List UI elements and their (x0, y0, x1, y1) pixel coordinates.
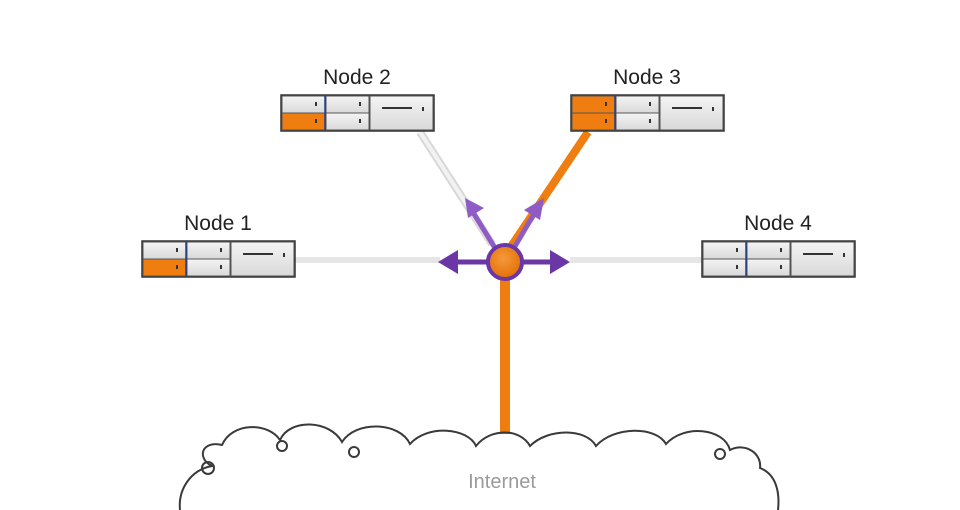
hub-circle (486, 243, 524, 281)
node-label: Node 2 (323, 66, 391, 89)
drive-led (220, 265, 222, 269)
arrow-up-left (465, 198, 498, 250)
power-bay (369, 95, 434, 131)
drive-led (359, 102, 361, 106)
arrows (438, 198, 570, 274)
drive-slot-top-right (186, 241, 231, 260)
drive-slot-bottom-left (281, 112, 326, 131)
drive-slot-bottom-left (702, 258, 747, 277)
server-node-2: Node 2 (280, 66, 435, 132)
drive-slot-top-right (325, 95, 370, 114)
server-node-1: Node 1 (141, 212, 296, 278)
node-label: Node 1 (184, 212, 252, 235)
drive-slot-bottom-right (325, 112, 370, 131)
bay-led (843, 253, 845, 257)
bay-led (283, 253, 285, 257)
drive-slot-bottom-right (615, 112, 660, 131)
node-label: Node 3 (613, 66, 681, 89)
drive-slot-top-left (281, 95, 326, 114)
nodes: Node 1 Node 2 Node 3 Node 4 (141, 66, 856, 278)
drive-led (176, 265, 178, 269)
bay-led (422, 107, 424, 111)
drive-led (649, 102, 651, 106)
drive-led (780, 265, 782, 269)
drive-slot-top-left (702, 241, 747, 260)
power-bay (230, 241, 295, 277)
links (295, 129, 702, 434)
power-bay (659, 95, 724, 131)
arrow-up-right (511, 198, 544, 250)
drive-led (359, 119, 361, 123)
arrow-right (520, 250, 570, 274)
hub (486, 243, 524, 281)
drive-led (220, 248, 222, 252)
internet-cloud: Internet (178, 423, 780, 510)
drive-slot-top-right (746, 241, 791, 260)
drive-led (780, 248, 782, 252)
cloud-outline (178, 423, 780, 510)
drive-led (315, 119, 317, 123)
drive-led (736, 248, 738, 252)
drive-led (605, 102, 607, 106)
drive-led (176, 248, 178, 252)
drive-led (605, 119, 607, 123)
bay-led (712, 107, 714, 111)
drive-slot-top-left (142, 241, 187, 260)
drive-slot-bottom-right (746, 258, 791, 277)
drive-led (736, 265, 738, 269)
drive-slot-top-left (571, 95, 616, 114)
drive-led (649, 119, 651, 123)
drive-slot-bottom-right (186, 258, 231, 277)
cloud-label: Internet (468, 471, 536, 493)
drive-led (315, 102, 317, 106)
drive-slot-bottom-left (571, 112, 616, 131)
drive-slot-top-right (615, 95, 660, 114)
power-bay (790, 241, 855, 277)
node-label: Node 4 (744, 212, 812, 235)
arrow-left (438, 250, 490, 274)
drive-slot-bottom-left (142, 258, 187, 277)
server-node-4: Node 4 (701, 212, 856, 278)
server-node-3: Node 3 (570, 66, 725, 132)
